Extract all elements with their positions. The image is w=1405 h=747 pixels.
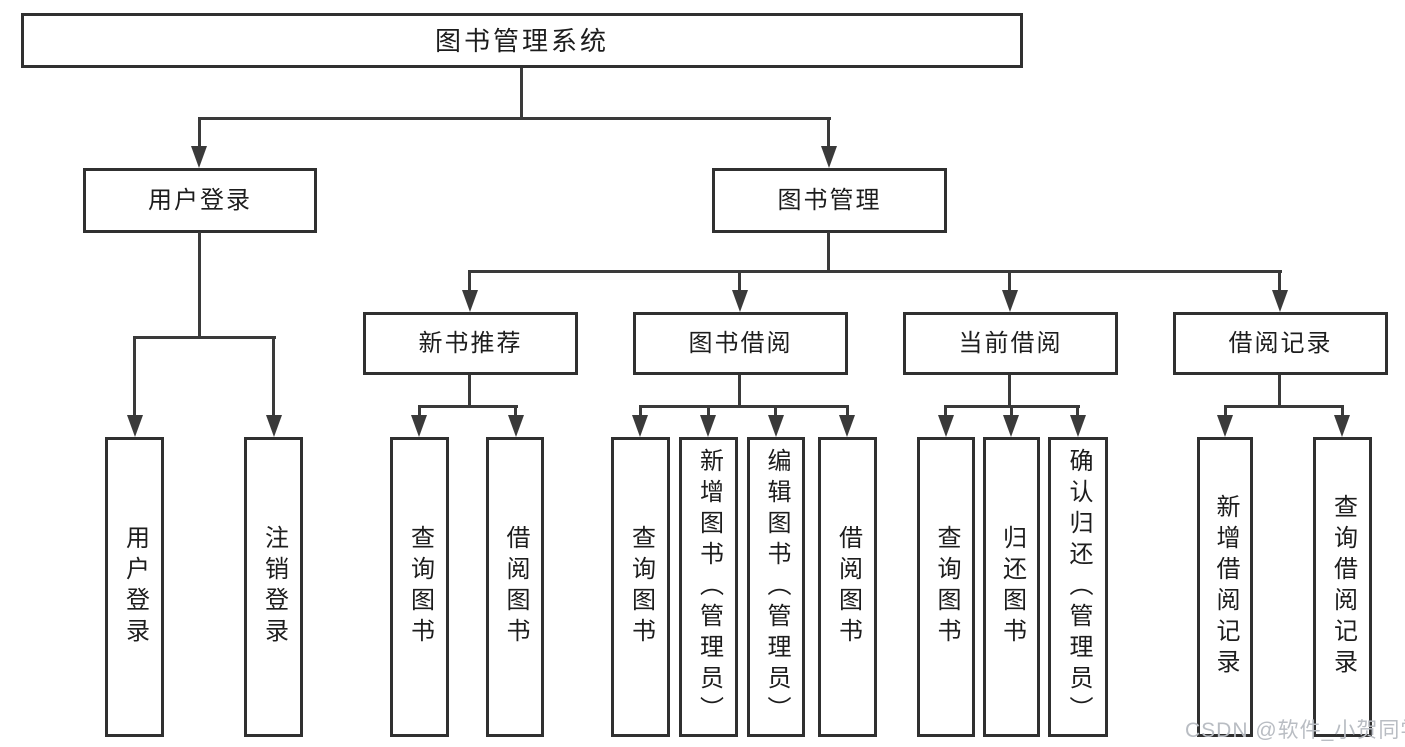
node-borrowing-records: 借阅记录 bbox=[1173, 312, 1388, 375]
connector-group-hline bbox=[639, 405, 848, 408]
connector-leaf-stem bbox=[514, 405, 517, 417]
arrowhead-down-icon bbox=[1334, 415, 1350, 437]
arrowhead-down-icon bbox=[127, 415, 143, 437]
arrowhead-down-icon bbox=[1070, 415, 1086, 437]
connector-level3-hline bbox=[469, 270, 1282, 273]
leaf-edit-book-admin: 编辑图书（管理员） bbox=[747, 437, 805, 737]
node-current-borrowing: 当前借阅 bbox=[903, 312, 1118, 375]
leaf-borrow-books-recommend: 借阅图书 bbox=[486, 437, 544, 737]
arrowhead-down-icon bbox=[1003, 415, 1019, 437]
leaf-confirm-return-admin: 确认归还（管理员） bbox=[1048, 437, 1108, 737]
connector-group-stub bbox=[468, 375, 471, 408]
connector-root-stub bbox=[520, 68, 523, 120]
leaf-add-book-admin: 新增图书（管理员） bbox=[679, 437, 738, 737]
node-new-book-recommendation: 新书推荐 bbox=[363, 312, 578, 375]
arrowhead-down-icon bbox=[938, 415, 954, 437]
connector-leaf-stem bbox=[418, 405, 421, 417]
csdn-watermark: CSDN @软件_小贺同学 bbox=[1185, 719, 1405, 742]
connector-group-hline bbox=[418, 405, 518, 408]
connector-level3-stem bbox=[1278, 270, 1281, 295]
connector-leaf-stem bbox=[272, 336, 275, 419]
leaf-user-login: 用户登录 bbox=[105, 437, 164, 737]
arrowhead-down-icon bbox=[821, 146, 837, 168]
node-user-login: 用户登录 bbox=[83, 168, 317, 233]
connector-leaf-stem bbox=[774, 405, 777, 417]
connector-user-login-stem bbox=[198, 117, 201, 150]
connector-leaf-stem bbox=[1341, 405, 1344, 417]
connector-group-stub bbox=[1008, 375, 1011, 408]
connector-group-stub bbox=[738, 375, 741, 408]
connector-leaf-stem bbox=[944, 405, 947, 417]
connector-leaf-stem bbox=[707, 405, 710, 417]
connector-level3-stem bbox=[738, 270, 741, 295]
arrowhead-down-icon bbox=[462, 290, 478, 312]
connector-level3-stem bbox=[468, 270, 471, 295]
arrowhead-down-icon bbox=[1002, 290, 1018, 312]
connector-leaf-stem bbox=[1076, 405, 1079, 417]
connector-group-stub bbox=[1278, 375, 1281, 408]
leaf-add-borrow-record: 新增借阅记录 bbox=[1197, 437, 1253, 737]
arrowhead-down-icon bbox=[768, 415, 784, 437]
arrowhead-down-icon bbox=[266, 415, 282, 437]
connector-book-mgmt-stem bbox=[827, 117, 830, 150]
arrowhead-down-icon bbox=[411, 415, 427, 437]
connector-level3-stem bbox=[1008, 270, 1011, 295]
leaf-borrow-books: 借阅图书 bbox=[818, 437, 877, 737]
leaf-query-books-borrowing: 查询图书 bbox=[611, 437, 670, 737]
arrowhead-down-icon bbox=[508, 415, 524, 437]
connector-leaf-stem bbox=[1010, 405, 1013, 417]
connector-leaf-stem bbox=[639, 405, 642, 417]
leaf-return-book: 归还图书 bbox=[983, 437, 1040, 737]
node-library-system: 图书管理系统 bbox=[21, 13, 1023, 68]
connector-leaf-stem bbox=[1224, 405, 1227, 417]
leaf-query-books-current: 查询图书 bbox=[917, 437, 975, 737]
arrowhead-down-icon bbox=[700, 415, 716, 437]
arrowhead-down-icon bbox=[1272, 290, 1288, 312]
connector-leaf-stem bbox=[846, 405, 849, 417]
arrowhead-down-icon bbox=[1217, 415, 1233, 437]
leaf-query-books-recommend: 查询图书 bbox=[390, 437, 449, 737]
node-book-management: 图书管理 bbox=[712, 168, 947, 233]
leaf-logout: 注销登录 bbox=[244, 437, 303, 737]
arrowhead-down-icon bbox=[839, 415, 855, 437]
connector-user-login-down bbox=[198, 232, 201, 339]
arrowhead-down-icon bbox=[191, 146, 207, 168]
arrowhead-down-icon bbox=[732, 290, 748, 312]
connector-group-hline bbox=[1224, 405, 1344, 408]
arrowhead-down-icon bbox=[632, 415, 648, 437]
connector-leaf-stem bbox=[133, 336, 136, 419]
leaf-query-borrow-record: 查询借阅记录 bbox=[1313, 437, 1372, 737]
connector-book-mgmt-down bbox=[827, 232, 830, 273]
connector-level2-hline bbox=[198, 117, 831, 120]
connector-user-login-hline bbox=[133, 336, 276, 339]
node-book-borrowing: 图书借阅 bbox=[633, 312, 848, 375]
